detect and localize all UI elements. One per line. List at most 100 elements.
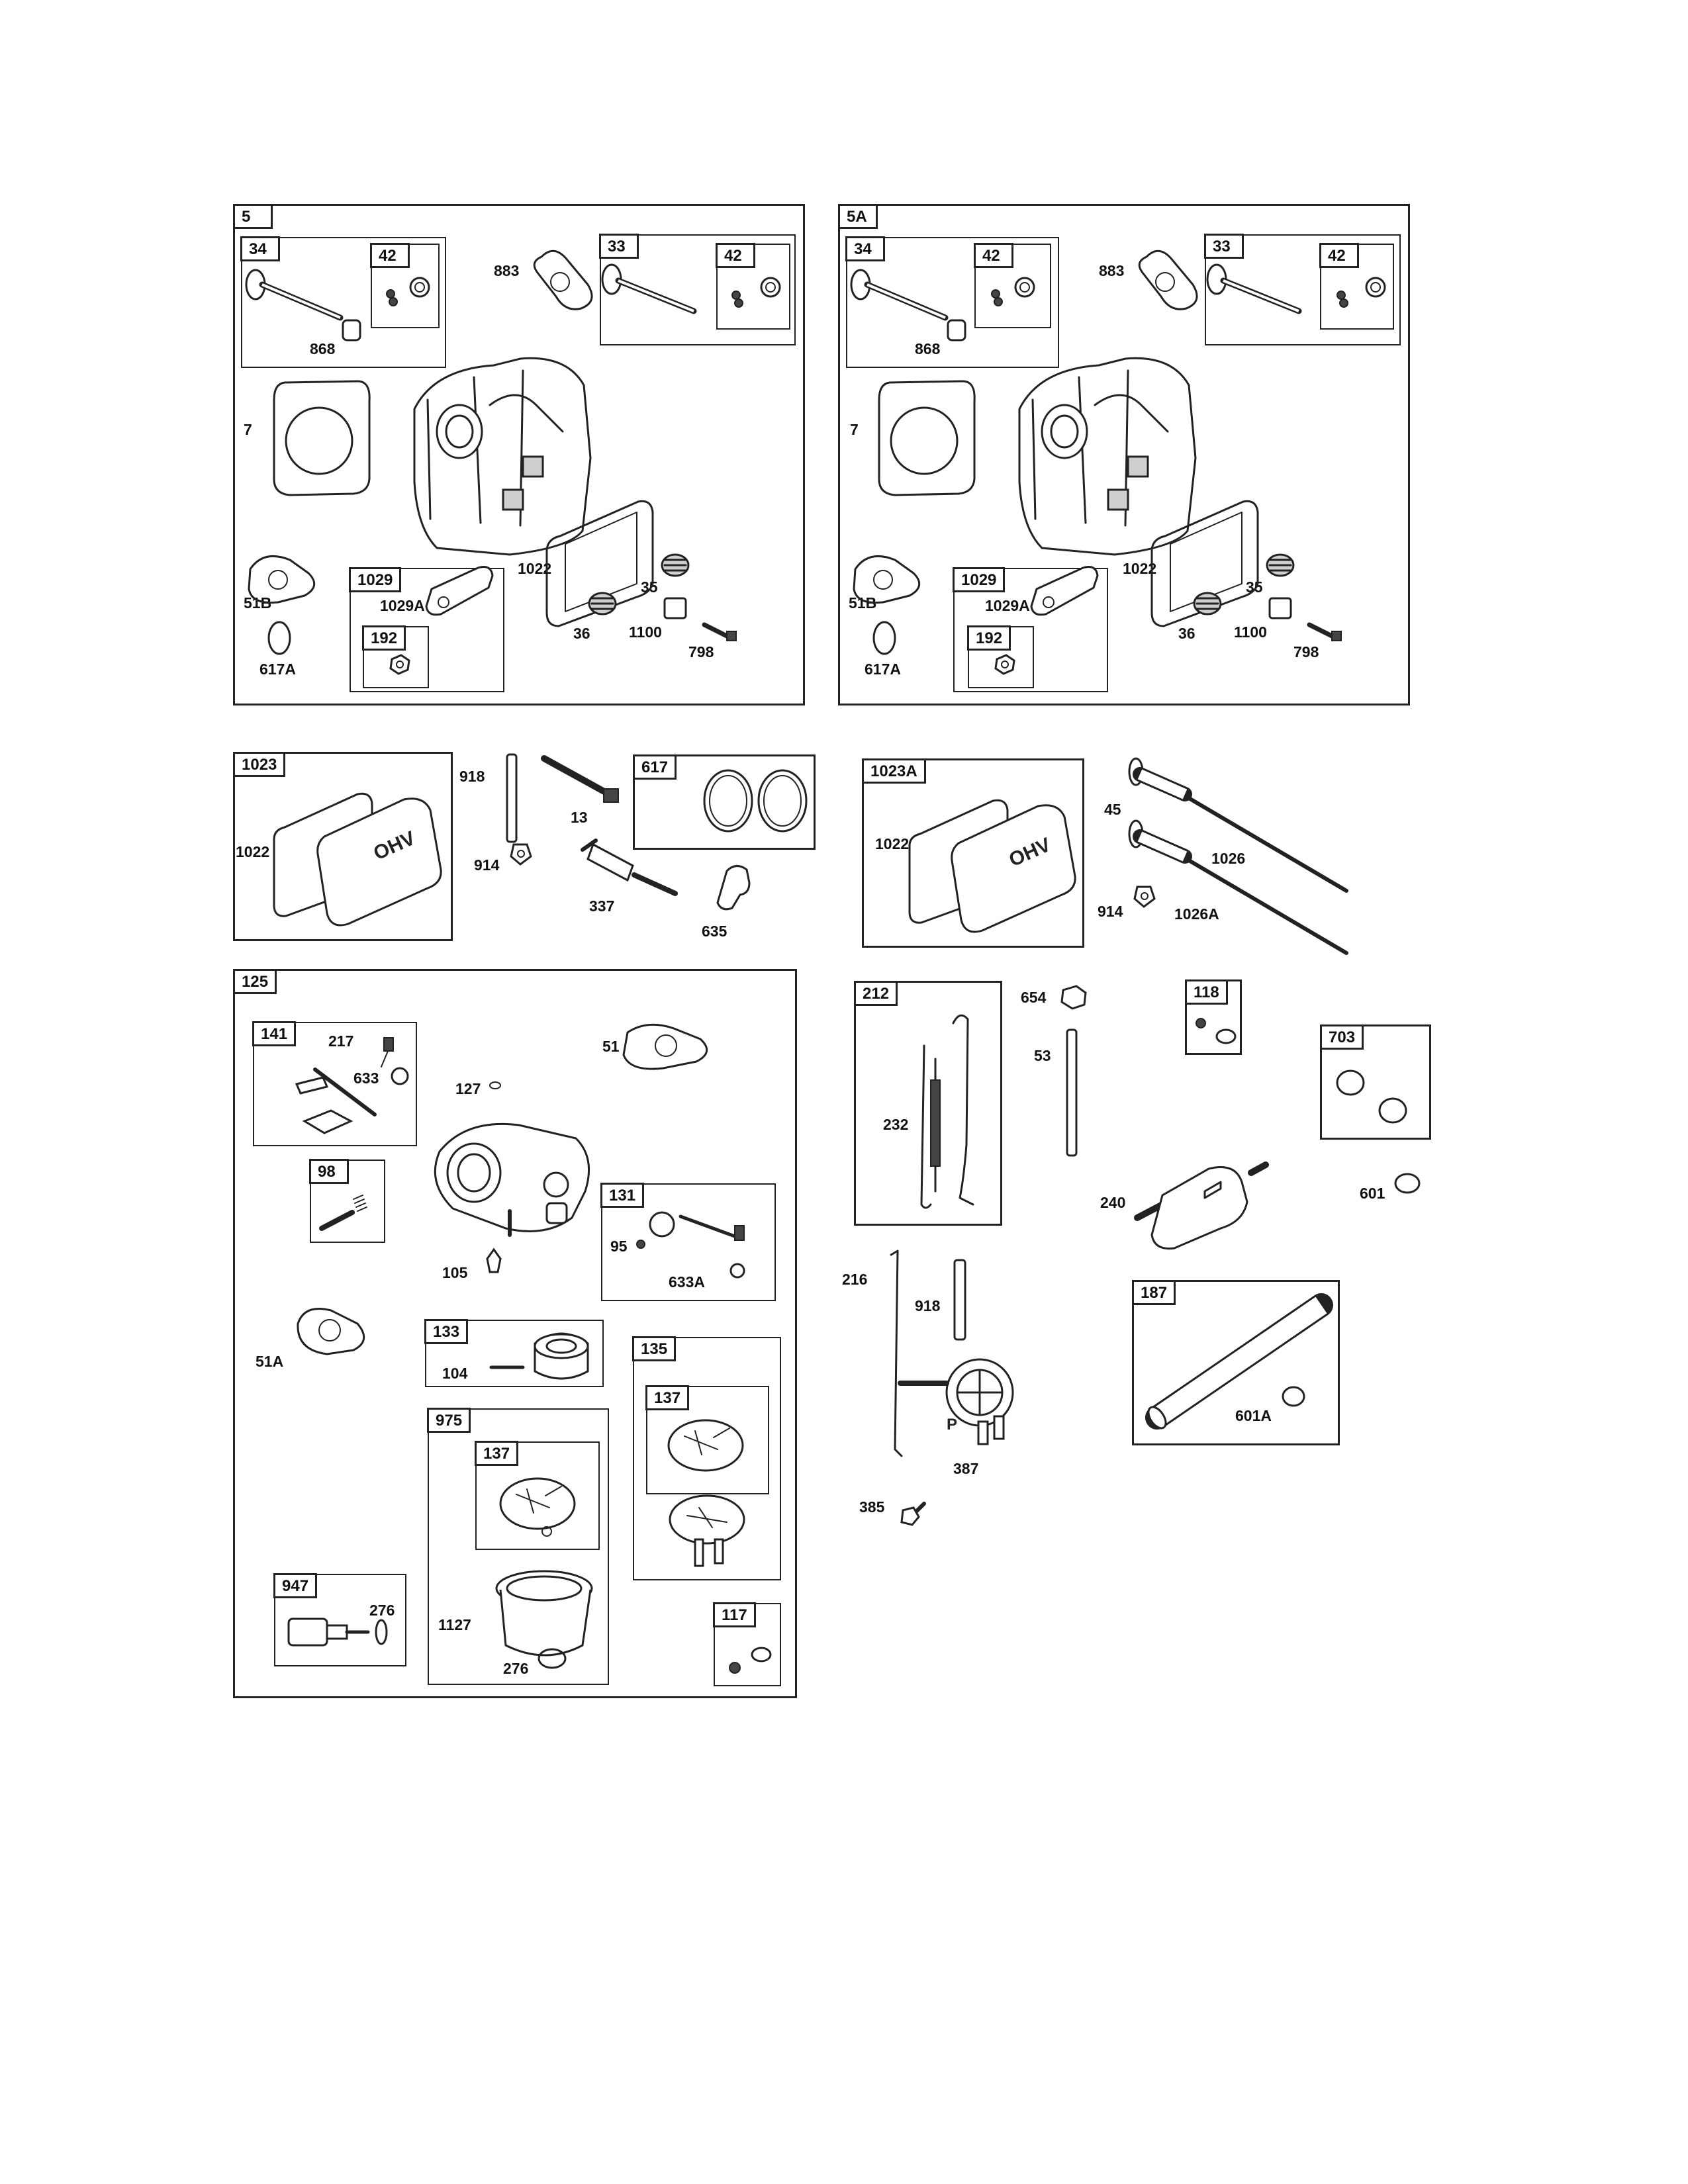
panel-1023-tag: 1023 <box>233 752 286 777</box>
choke-shaft-icon <box>636 1211 745 1279</box>
subgroup-33-5a: 33 <box>1204 234 1401 345</box>
ring-617-a-icon <box>703 769 753 833</box>
tube-918-icon <box>506 753 518 843</box>
subgroup-33-tag: 33 <box>599 234 639 259</box>
spark-plug-icon <box>581 839 678 896</box>
subgroup-947-tag: 947 <box>273 1573 318 1598</box>
valve-45-icon <box>1128 757 1192 864</box>
label-105: 105 <box>442 1264 468 1281</box>
label-798: 798 <box>688 643 714 660</box>
subgroup-34: 34 <box>240 236 446 368</box>
label-1029a: 1029A <box>380 597 425 614</box>
valve-icon <box>850 269 949 321</box>
label-914-b: 914 <box>1098 903 1123 920</box>
fuel-hose-187-icon <box>1145 1293 1333 1430</box>
clamp-703-icon <box>1336 1069 1407 1124</box>
label-7-5a: 7 <box>850 421 859 438</box>
valve-33-icon <box>601 263 697 314</box>
subgroup-137-b: 137 <box>475 1441 600 1550</box>
subgroup-98: 98 <box>309 1159 385 1243</box>
subgroup-117: 117 <box>713 1602 781 1686</box>
gasket-51b-icon <box>248 555 316 604</box>
label-918-b: 918 <box>915 1297 941 1314</box>
label-601a: 601A <box>1235 1407 1272 1424</box>
valve-icon <box>245 269 344 321</box>
rocker-cover-1023-icon: OHV <box>273 792 442 927</box>
label-1026: 1026 <box>1211 850 1246 867</box>
valve-keeper-icon <box>386 277 430 306</box>
subgroup-33: 33 <box>599 234 796 345</box>
solenoid-947-icon <box>287 1617 388 1647</box>
label-883: 883 <box>494 262 520 279</box>
rocker-cover-1023a-icon: OHV <box>908 799 1076 933</box>
subgroup-42-b-5a-tag: 42 <box>1319 243 1359 268</box>
panel-125: 125 <box>233 969 797 1698</box>
subgroup-98-tag: 98 <box>309 1159 349 1184</box>
fuel-filter-240-icon <box>1134 1161 1269 1250</box>
label-45: 45 <box>1104 801 1121 818</box>
clamp-601-icon <box>1394 1173 1421 1194</box>
oring-127-icon <box>489 1081 501 1089</box>
label-883-5a: 883 <box>1099 262 1125 279</box>
valve-guide-868-icon <box>342 319 361 341</box>
subgroup-117-tag: 117 <box>713 1602 756 1627</box>
cylinder-head-icon <box>413 357 592 556</box>
label-633a: 633A <box>669 1273 705 1291</box>
label-240: 240 <box>1100 1194 1126 1211</box>
spring-36-icon <box>588 592 617 615</box>
label-1029a-5a: 1029A <box>985 597 1030 614</box>
subgroup-34-5a: 34 <box>845 236 1059 368</box>
subgroup-947: 947 <box>273 1573 406 1666</box>
throttle-shaft-icon <box>295 1037 409 1134</box>
subgroup-137-a: 137 <box>645 1385 769 1494</box>
panel-5-tag: 5 <box>233 204 273 229</box>
governor-link-icon <box>920 1014 974 1209</box>
panel-5a-tag: 5A <box>838 204 878 229</box>
keeper-42b-icon <box>731 277 781 308</box>
panel-5: 5 <box>233 204 805 705</box>
label-918-a: 918 <box>459 768 485 785</box>
label-798-5a: 798 <box>1293 643 1319 660</box>
label-51a: 51A <box>256 1353 284 1370</box>
label-95: 95 <box>610 1238 628 1255</box>
label-232: 232 <box>883 1116 909 1133</box>
subgroup-1029-tag: 1029 <box>349 567 402 592</box>
panel-1023: 1023 <box>233 752 453 941</box>
panel-617: 617 <box>633 754 816 850</box>
subgroup-192-5a-tag: 192 <box>967 625 1011 651</box>
label-601: 601 <box>1360 1185 1385 1202</box>
label-1127: 1127 <box>438 1616 471 1633</box>
gasket-51-icon <box>622 1023 708 1070</box>
subgroup-42: 42 <box>370 243 440 328</box>
pump-body-135-icon <box>669 1494 745 1567</box>
panel-118: 118 <box>1185 979 1242 1055</box>
panel-1023a: 1023A <box>862 758 1084 948</box>
subgroup-141-tag: 141 <box>252 1021 297 1046</box>
label-617a: 617A <box>259 660 296 678</box>
needle-spring-98-icon <box>319 1195 367 1231</box>
pump-letter: P <box>947 1416 957 1433</box>
subgroup-42-5a-tag: 42 <box>974 243 1013 268</box>
oring-617a-icon <box>267 621 291 655</box>
label-1100: 1100 <box>629 623 662 641</box>
screw-117-icon <box>729 1647 772 1674</box>
screw-118-icon <box>1196 1018 1206 1028</box>
subgroup-137-b-tag: 137 <box>475 1441 519 1466</box>
screw-385-icon <box>900 1502 926 1526</box>
label-868: 868 <box>310 340 336 357</box>
panel-703-tag: 703 <box>1320 1024 1364 1050</box>
float-133-icon <box>489 1332 589 1380</box>
label-104: 104 <box>442 1365 468 1382</box>
diaphragm-137b-icon <box>499 1477 576 1537</box>
label-654: 654 <box>1021 989 1047 1006</box>
subgroup-1029-5a-tag: 1029 <box>953 567 1006 592</box>
nut-192-icon <box>389 654 410 675</box>
label-1022-a: 1022 <box>236 843 270 860</box>
label-385: 385 <box>859 1498 885 1516</box>
jet-105-icon <box>486 1248 502 1273</box>
ring-617-b-icon <box>757 769 808 833</box>
